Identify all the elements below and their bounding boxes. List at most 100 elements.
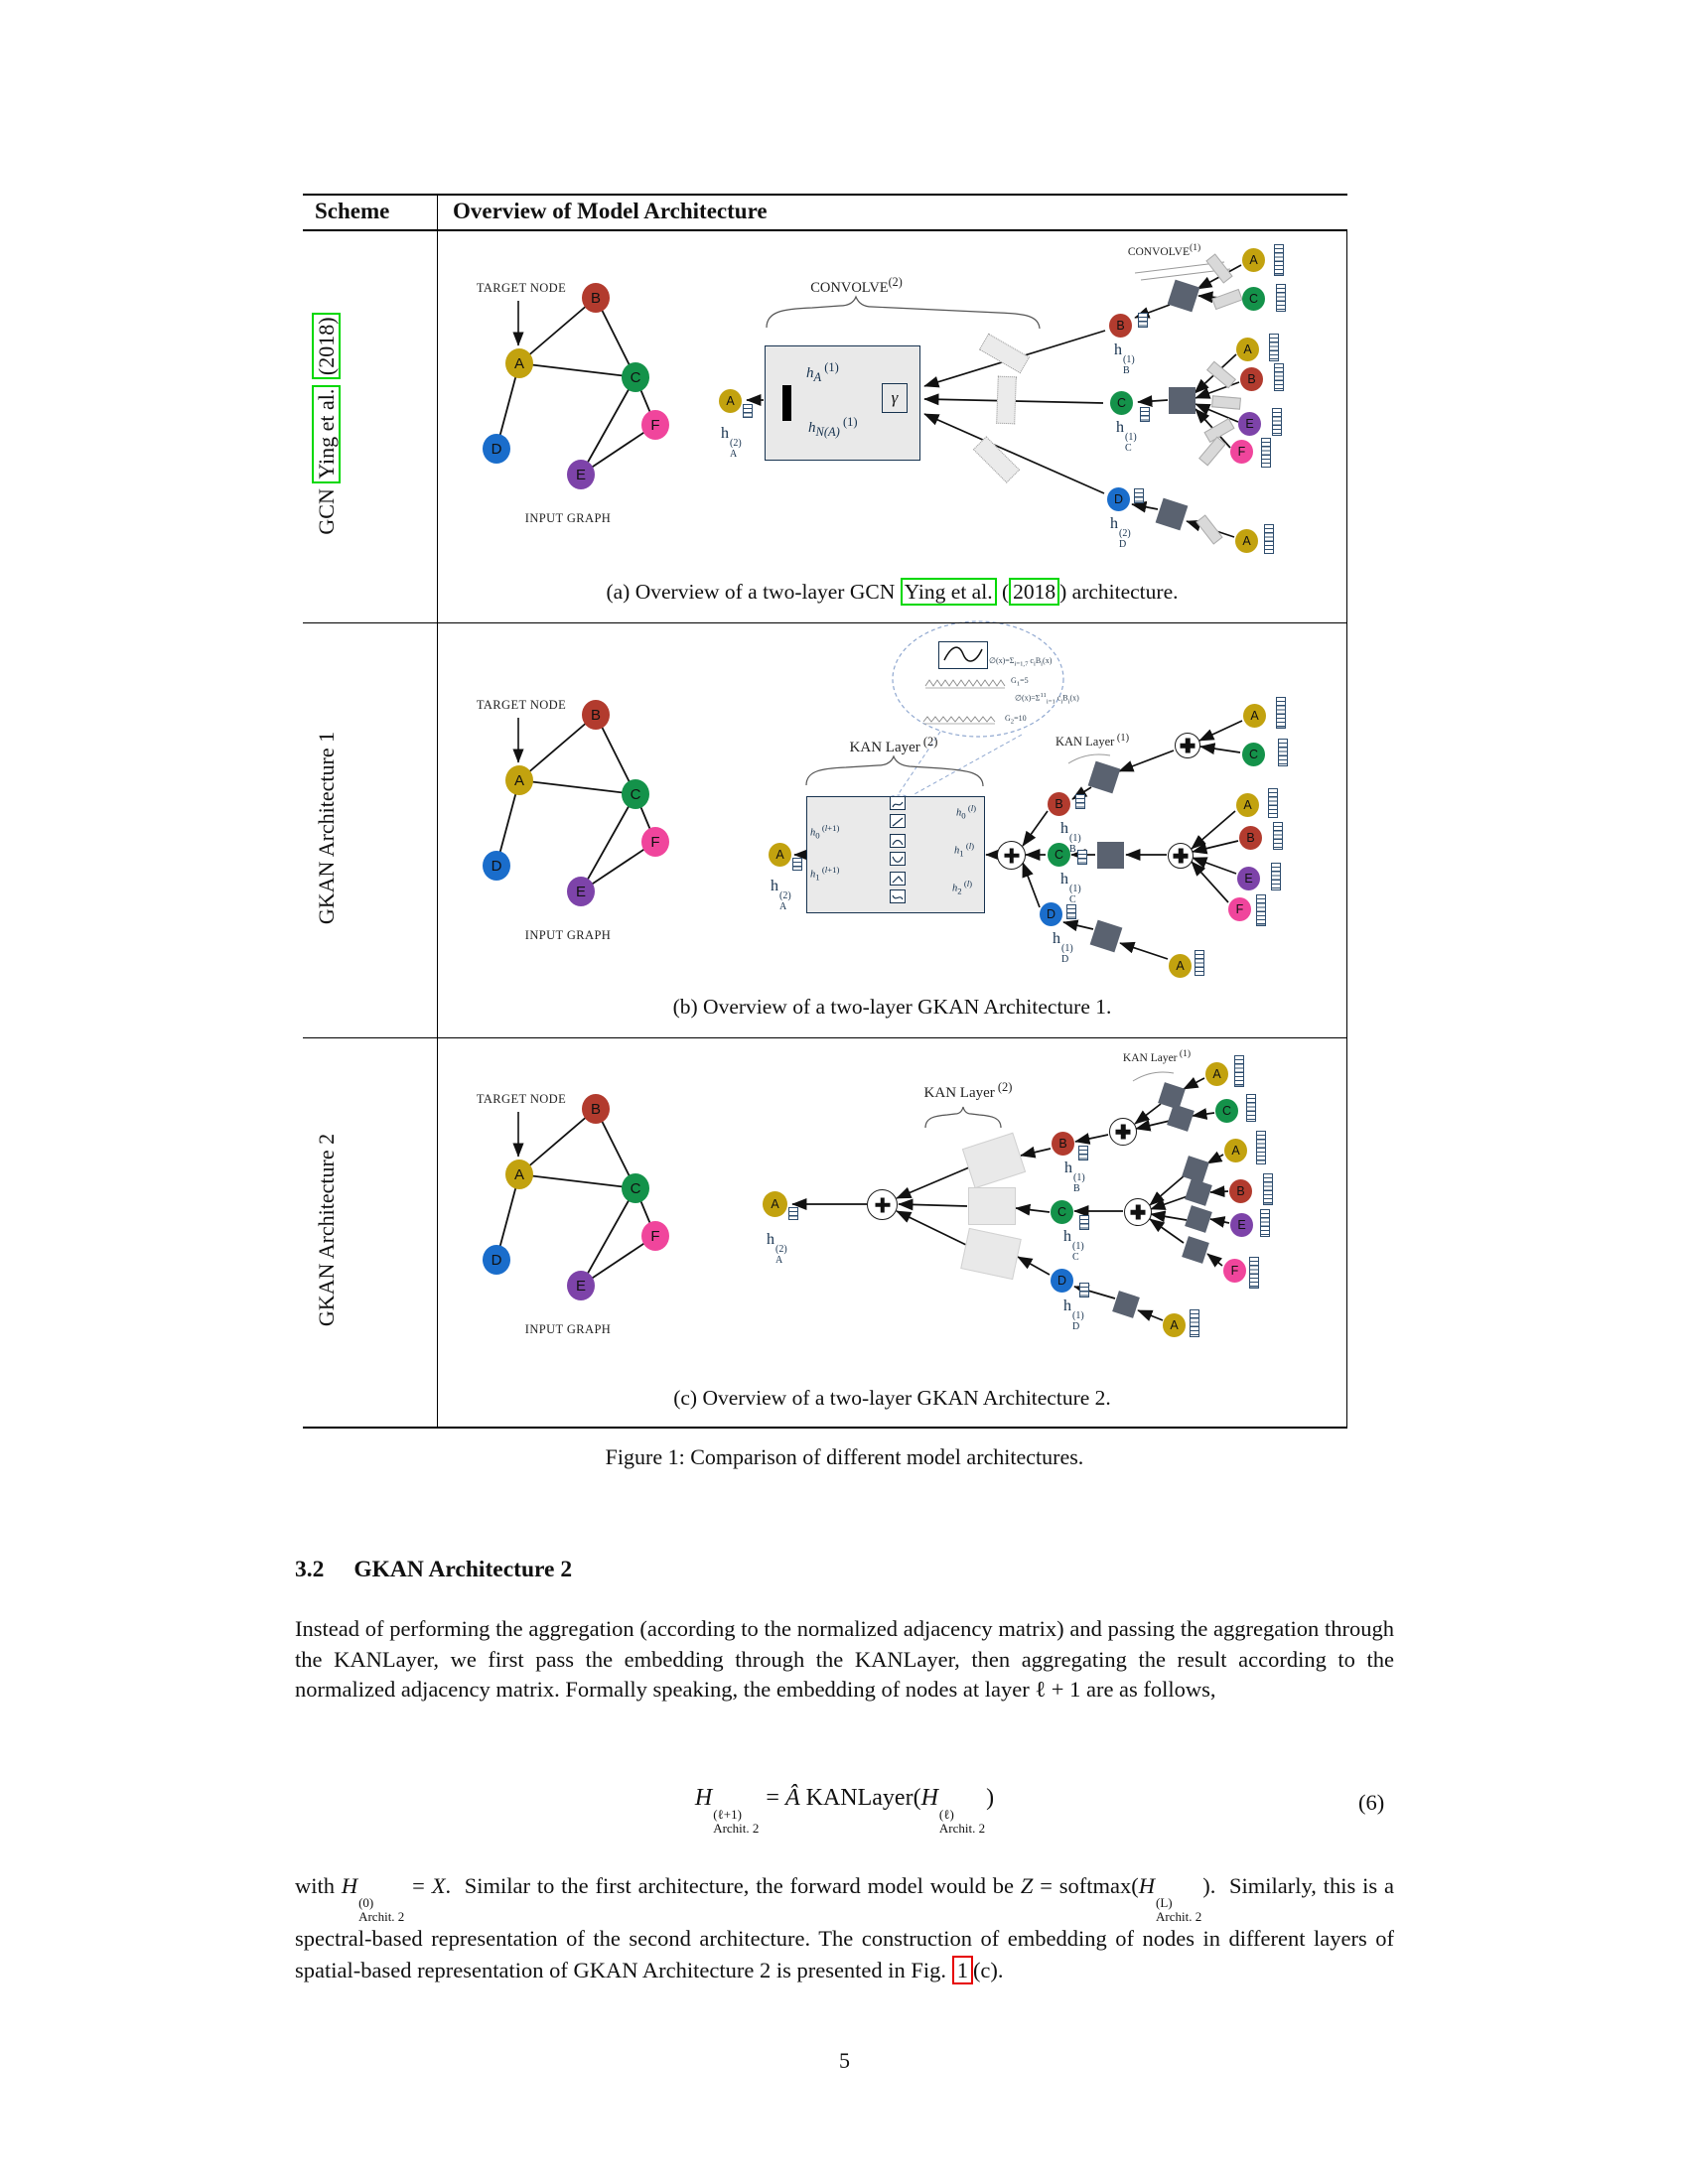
hA2-label: h(2)A [721, 425, 742, 460]
feature-vector-icon [1249, 1257, 1259, 1289]
subcaption-c: (c) Overview of a two-layer GKAN Archite… [673, 1386, 1111, 1410]
subcaption-b: (b) Overview of a two-layer GKAN Archite… [672, 995, 1112, 1019]
feature-vector-icon [1264, 524, 1274, 554]
weight-matrix-small [1211, 395, 1241, 410]
kan-layer1-label: KAN Layer (1) [1055, 733, 1130, 750]
hC1-label: h(1)C [1116, 419, 1137, 454]
table-header-rule [303, 229, 1347, 231]
leaf-node-A: A [1169, 954, 1192, 978]
leaf-node-C: C [1215, 1099, 1238, 1123]
leaf-node-A: A [1235, 529, 1258, 553]
sum-aggregator [1175, 733, 1200, 758]
feature-vector-icon [1268, 788, 1278, 818]
leaf-node-F: F [1223, 1259, 1246, 1283]
h2-l-label: h2 (l) [952, 879, 973, 896]
convolve1-label: CONVOLVE(1) [1127, 242, 1201, 258]
graph-node-F: F [641, 410, 669, 440]
feature-vector-icon [1271, 863, 1281, 890]
graph-node-D: D [483, 434, 510, 464]
subcaption-a[interactable]: (a) Overview of a two-layer GCN Ying et … [606, 578, 1179, 606]
embed-node-C: C [1048, 843, 1070, 867]
graph-node-F: F [641, 827, 669, 857]
aggregate-bar [782, 385, 791, 421]
sum-aggregator [1124, 1198, 1152, 1226]
embed-node-B: B [1052, 1132, 1074, 1156]
embed-node-D: D [1107, 487, 1130, 511]
graph-node-E: E [567, 460, 595, 489]
graph-node-A: A [505, 348, 533, 378]
leaf-node-C: C [1242, 743, 1265, 766]
embed-node-C: C [1051, 1200, 1073, 1224]
feature-vector-icon [1195, 950, 1204, 976]
feature-vector-icon [1190, 1309, 1199, 1337]
row2-scheme-label: GKAN Architecture 1 [314, 731, 339, 925]
leaf-node-E: E [1238, 412, 1261, 436]
aggregator-square [1169, 387, 1196, 414]
hC1-label: h(1)C [1060, 871, 1081, 905]
feature-vector-icon [1274, 363, 1284, 391]
feature-vector-icon [1273, 822, 1283, 850]
feature-vector-icon [792, 858, 802, 871]
spline-icon [890, 796, 906, 810]
sum-aggregator [1109, 1118, 1137, 1146]
graph-node-C: C [622, 1173, 649, 1203]
graph-node-C: C [622, 779, 649, 809]
graph-node-C: C [622, 362, 649, 392]
feature-vector-icon [1079, 1283, 1089, 1297]
feature-vector-icon [1274, 244, 1284, 276]
graph-node-A: A [505, 1160, 533, 1189]
graph-node-A: A [505, 765, 533, 795]
embed-node-D: D [1051, 1269, 1073, 1293]
feature-vector-icon [1263, 1173, 1273, 1205]
weight-matrix [996, 375, 1017, 425]
sine-curve-icon [943, 646, 983, 662]
embed-node-B: B [1048, 792, 1070, 816]
graph-node-B: B [582, 700, 610, 730]
sum-aggregator [1168, 843, 1194, 869]
spline-icon [890, 852, 906, 866]
feature-vector-icon [1246, 1094, 1256, 1122]
target-node-label: TARGET NODE [476, 1092, 567, 1106]
feature-vector-icon [1278, 739, 1288, 766]
leaf-node-B: B [1239, 826, 1262, 850]
feature-vector-icon [1234, 1055, 1244, 1087]
row-separator-2 [303, 1037, 1347, 1039]
spline-icon [890, 834, 906, 848]
kan-layer2-block [968, 1187, 1016, 1225]
inset-grid-1: G1=5 [1011, 676, 1029, 688]
inset-grid-2: G2=10 [1005, 714, 1027, 726]
leaf-node-E: E [1230, 1213, 1253, 1237]
kan-square [1097, 842, 1124, 869]
graph-node-E: E [567, 1271, 595, 1300]
row1-scheme-label[interactable]: GCN Ying et al. (2018) [312, 255, 341, 593]
embed-node-B: B [1109, 314, 1132, 338]
paragraph-1: Instead of performing the aggregation (a… [295, 1616, 1394, 1702]
feature-vector-icon [1138, 313, 1148, 328]
embed-node-C: C [1110, 391, 1133, 415]
table-bottom-rule [303, 1427, 1347, 1429]
input-graph-label: INPUT GRAPH [524, 511, 612, 525]
output-node-A: A [763, 1191, 787, 1217]
output-node-A: A [769, 843, 791, 867]
h1-l1-label: h1 (l+1) [810, 865, 840, 883]
overview-header: Overview of Model Architecture [453, 199, 768, 223]
convolve2-label: CONVOLVE(2) [810, 275, 903, 296]
leaf-node-B: B [1240, 367, 1263, 391]
feature-vector-icon [1134, 488, 1144, 503]
equation-body: H(ℓ+1)Archit. 2 = Â KANLayer(H(ℓ)Archit.… [694, 1785, 995, 1836]
target-node-label: TARGET NODE [476, 698, 567, 712]
graph-node-B: B [582, 1094, 610, 1124]
feature-vector-icon [1066, 904, 1076, 919]
row3-scheme-label: GKAN Architecture 2 [314, 1133, 339, 1327]
section-title: GKAN Architecture 2 [353, 1557, 573, 1582]
section-number: 3.2 [295, 1557, 325, 1582]
graph-node-B: B [582, 283, 610, 313]
inset-formula-2: ∅(x)=Σ11i=1 ciBi(x) [1015, 692, 1079, 706]
leaf-node-A: A [1224, 1139, 1247, 1162]
input-graph-label: INPUT GRAPH [524, 928, 612, 942]
input-graph-label: INPUT GRAPH [524, 1322, 612, 1336]
hD2-label: h(2)D [1110, 515, 1131, 550]
sum-aggregator [997, 841, 1026, 870]
leaf-node-E: E [1237, 867, 1260, 890]
